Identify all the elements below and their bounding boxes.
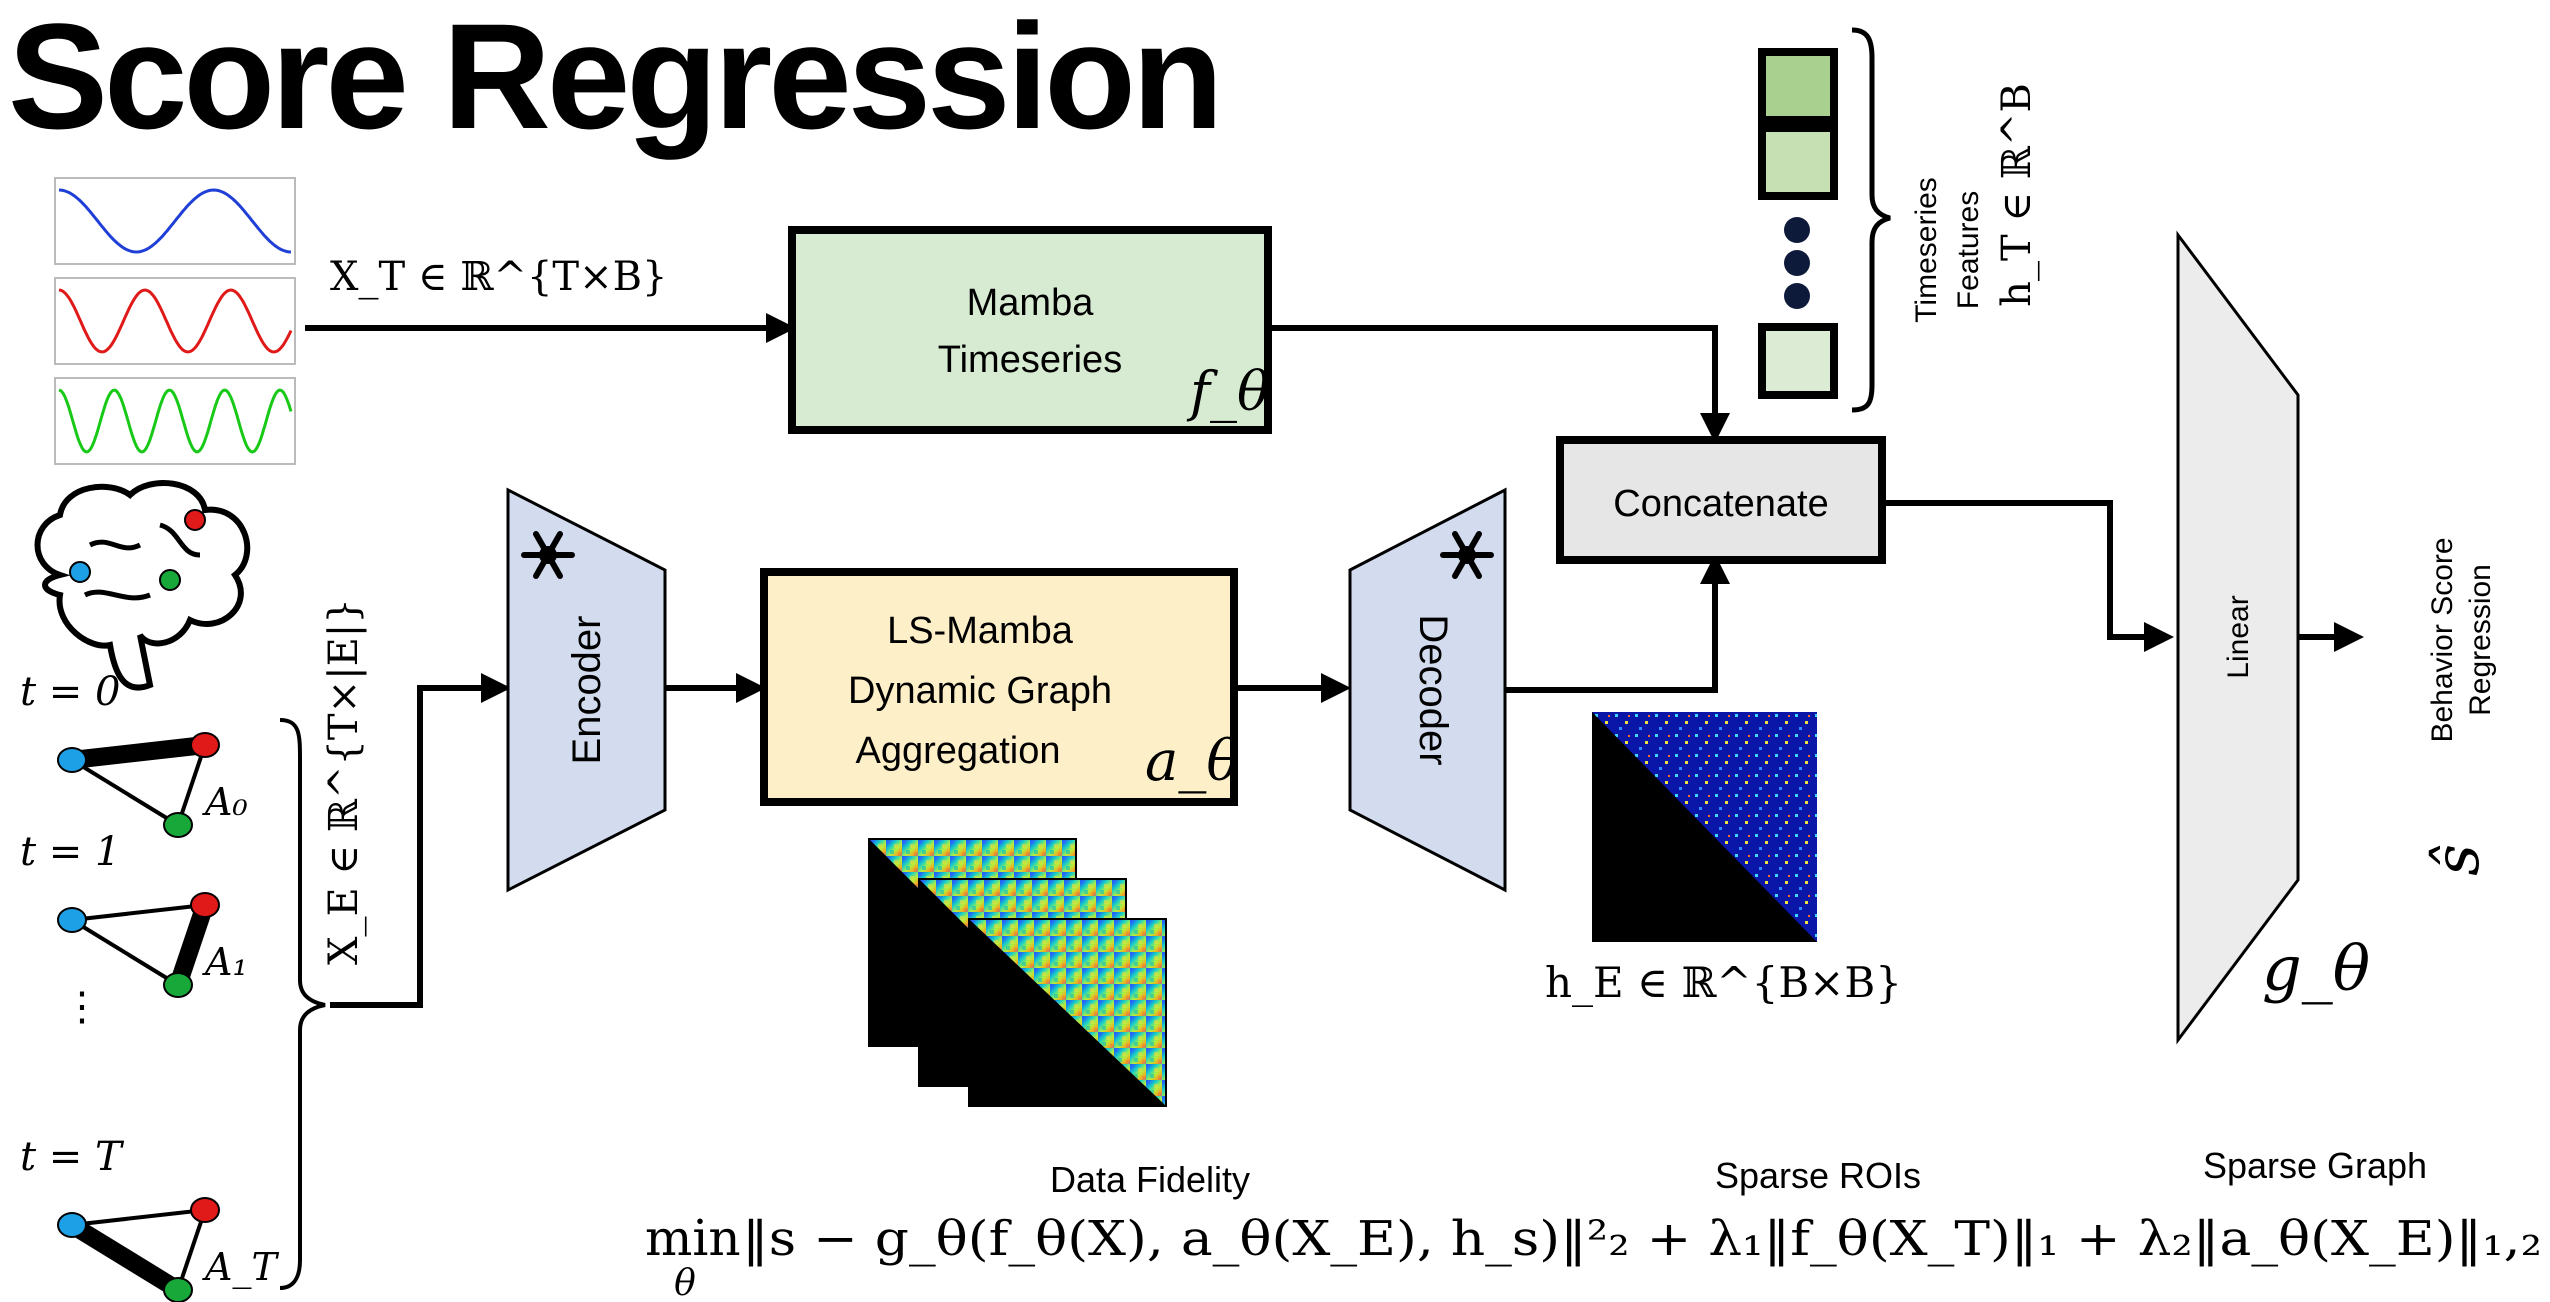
signal-wave [58,288,293,354]
dynamic-graph-heatmaps [868,838,1167,1107]
graph-edge [176,1209,207,1291]
ls-mamba-block: LS-Mamba Dynamic Graph Aggregation a_θ [760,568,1240,806]
graph-feature-label: h_E ∈ ℝ^{B×B} [1545,958,1902,1007]
signal-panel [54,277,296,365]
graph-node [163,1277,193,1302]
brain-icon [34,480,251,691]
mamba-timeseries-block: Mamba Timeseries f_θ [788,226,1272,434]
loss-equation: Data Fidelity Sparse ROIs Sparse Graph m… [645,1145,2542,1302]
ls-mamba-label-2: Dynamic Graph [848,670,1112,712]
time-step-label: t = 0 [20,669,120,715]
timeseries-label: X_T ∈ ℝ^{T×B} [330,254,667,300]
term-label-data-fidelity: Data Fidelity [1050,1159,1250,1200]
loss-min: min [645,1209,741,1267]
ls-mamba-fn: a_θ [1145,729,1240,794]
time-step-label: t = 1 [20,829,120,875]
features-label-1: Timeseries [1910,177,1943,323]
graph-node [57,747,87,773]
output-label-2: Regression [2464,564,2497,716]
mamba-label-1: Mamba [967,282,1095,324]
graph-feature-heatmap [1592,712,1817,942]
graph-node [190,732,220,758]
graph-edge [70,736,207,769]
linear-label: Linear [2222,595,2255,678]
term-label-sparse-graph: Sparse Graph [2203,1145,2427,1186]
concatenate-label: Concatenate [1613,483,1829,525]
adjacency-label: A_T [202,1245,279,1290]
features-math: h_T ∈ ℝ^B [1994,83,2040,307]
graph-edge [70,918,180,987]
adjacency-label: A₀ [202,780,248,824]
mamba-fn: f_θ [1186,360,1270,423]
loss-expression: ‖s − g_θ(f_θ(X), a_θ(X_E), h_s)‖²₂ + λ₁‖… [742,1211,2542,1267]
snowflake-icon [521,531,575,579]
decoder-label: Decoder [1411,614,1455,765]
feature-stack [1758,27,1891,413]
graph-edge [71,903,206,922]
output-label-1: Behavior Score [2426,537,2459,742]
linear-block: Linear g_θ [2176,230,2370,1045]
graph-snapshots: t = 0 A₀ t = 1 A₁ t = T A_T [20,669,279,1302]
graph-node [57,1212,87,1238]
graph-node [190,1197,220,1223]
linear-fn: g_θ [2262,932,2370,1005]
graph-brace [279,718,326,1290]
loss-min-sub: θ [674,1263,696,1302]
connections [305,313,2364,1008]
graph-edge [71,1208,206,1227]
graph-node [163,972,193,998]
encoder-label: Encoder [565,616,609,765]
features-label-2: Features [1952,191,1985,309]
adjacency-label: A₁ [202,940,248,984]
graph-edge [169,902,214,988]
output-symbol: ŝ [2420,844,2493,876]
page-title: Score Regression [8,0,1220,160]
signal-wave [58,188,292,254]
signal-panel [54,377,296,465]
time-step-label: t = T [20,1134,125,1180]
concatenate-block: Concatenate [1556,436,1886,564]
graph-edge [67,1217,183,1298]
term-label-sparse-rois: Sparse ROIs [1715,1155,1921,1196]
ls-mamba-label-3: Aggregation [856,730,1061,772]
graph-node [163,812,193,838]
signal-wave [58,388,293,454]
encoder-block: Encoder [506,487,667,893]
ls-mamba-label-1: LS-Mamba [887,610,1074,652]
ellipsis-dots: ⋮ [62,984,102,1030]
graph-node [190,892,220,918]
graph-edge [70,758,180,827]
timeseries-signals [54,177,296,465]
graph-edge [176,744,207,826]
snowflake-icon [1440,531,1494,579]
mamba-label-2: Timeseries [938,339,1122,381]
edges-label: X_E ∈ ℝ^{T×|E|} [321,598,367,965]
graph-node [57,907,87,933]
decoder-block: Decoder [1348,487,1507,893]
